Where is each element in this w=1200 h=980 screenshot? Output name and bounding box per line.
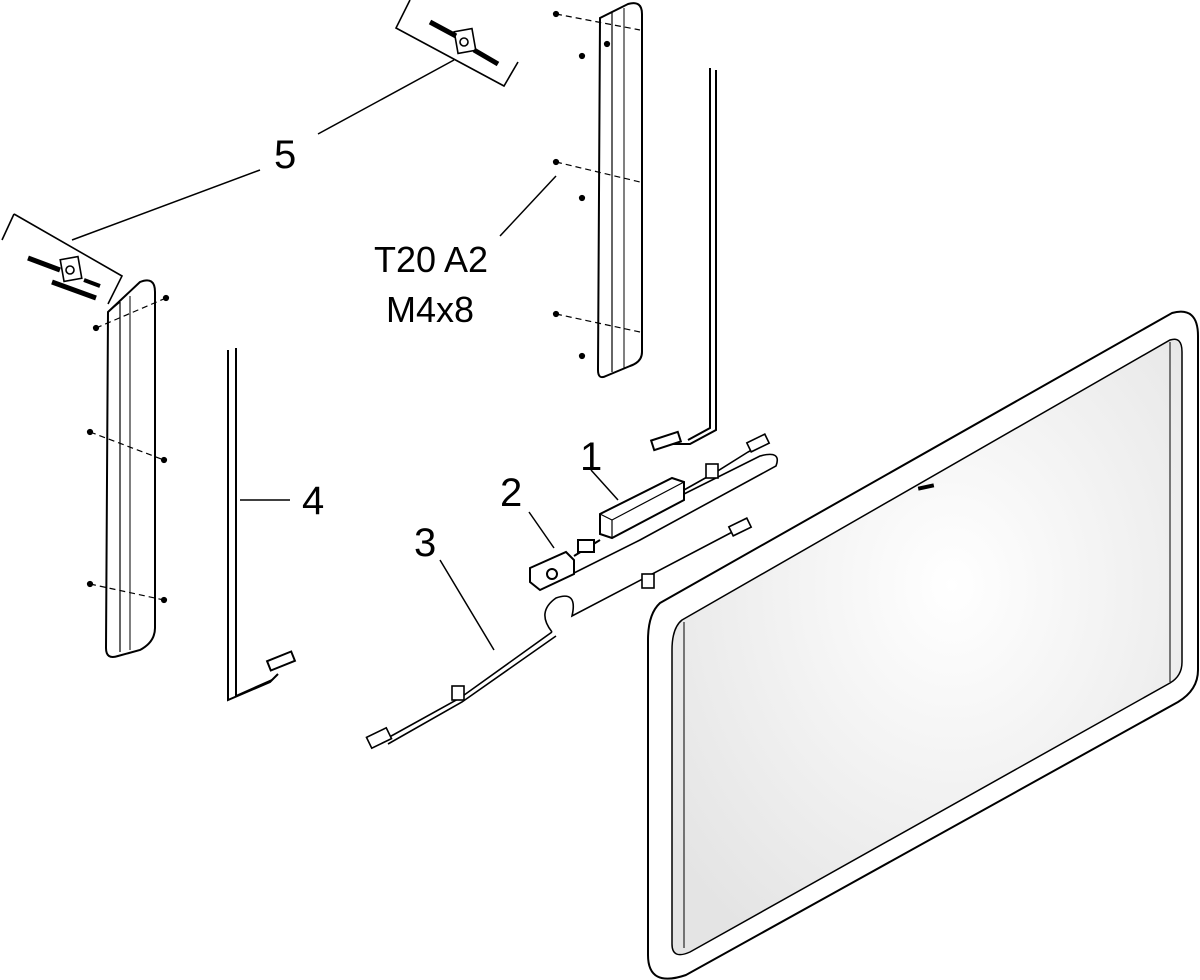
upper-bracket-set [394, 0, 519, 88]
callout-3: 3 [414, 521, 436, 565]
callout-5: 5 [274, 133, 296, 177]
left-wall-rail [104, 279, 156, 658]
driver-cables [559, 433, 779, 581]
right-rail-screws [552, 10, 641, 360]
cable-midclip [451, 685, 465, 701]
callout-2: 2 [500, 471, 522, 515]
screw-spec-line-2: M4x8 [386, 289, 474, 330]
cable-clip [705, 463, 719, 479]
lower-bracket-set [1, 213, 124, 305]
mirror-panel [647, 310, 1199, 980]
led-driver [599, 476, 685, 540]
left-rail-screws [86, 294, 170, 604]
driver-output-connector [745, 433, 771, 453]
screw-spec-line-1: T20 A2 [374, 239, 488, 280]
left-strip-connector [265, 650, 297, 672]
switch-module [529, 539, 601, 592]
right-led-strip [649, 68, 717, 452]
callout-4: 4 [302, 479, 324, 523]
connection-cable [365, 517, 753, 750]
right-wall-rail [596, 2, 643, 379]
cable-top-clip [641, 573, 655, 589]
cable-end-connector [365, 726, 393, 750]
leader-lines [71, 59, 619, 651]
right-strip-connector [649, 430, 683, 452]
cable-top-connector [727, 517, 753, 537]
callout-1: 1 [580, 435, 602, 479]
left-led-strip [227, 348, 297, 702]
switch-connector [577, 539, 595, 553]
mirror-brand-mark [917, 483, 935, 491]
